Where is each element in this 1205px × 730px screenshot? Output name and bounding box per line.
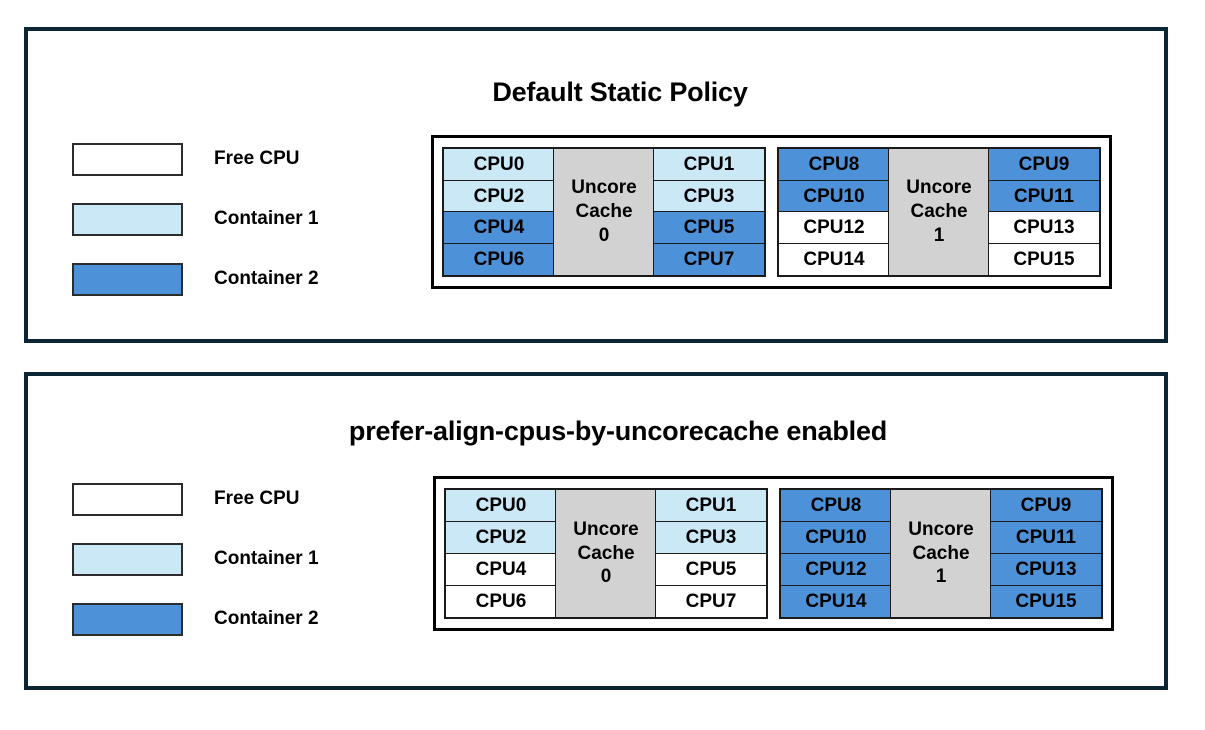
- cache-group-1: CPU8 CPU10 CPU12 CPU14 Uncore Cache 1 CP…: [779, 488, 1103, 619]
- cpu-topology-grid: CPU0 CPU2 CPU4 CPU6 Uncore Cache 0 CPU1 …: [433, 476, 1114, 631]
- cpu-cell: CPU4: [443, 211, 555, 245]
- uncore-cache-block-0: Uncore Cache 0: [555, 489, 657, 618]
- uncore-cache-index: 1: [935, 566, 947, 588]
- cpu-cell: CPU12: [778, 211, 890, 245]
- cpu-column-right: CPU9 CPU11 CPU13 CPU15: [988, 148, 1100, 276]
- panel-default-static-policy: Default Static Policy Free CPU Container…: [24, 27, 1168, 343]
- cpu-column-right: CPU1 CPU3 CPU5 CPU7: [653, 148, 765, 276]
- cpu-column-left: CPU0 CPU2 CPU4 CPU6: [445, 489, 557, 618]
- uncore-cache-line-2: Cache: [577, 542, 635, 564]
- legend: Free CPU Container 1 Container 2: [72, 129, 319, 309]
- page-title: Default Static Policy: [492, 77, 748, 107]
- cpu-cell: CPU14: [780, 584, 892, 618]
- legend-label-free-cpu: Free CPU: [214, 488, 300, 509]
- legend-label-container-1: Container 1: [214, 208, 319, 229]
- uncore-cache-line-1: Uncore: [908, 518, 974, 540]
- legend-label-container-1: Container 1: [214, 548, 319, 569]
- legend: Free CPU Container 1 Container 2: [72, 469, 319, 649]
- cpu-cell: CPU10: [780, 521, 892, 555]
- cpu-cell: CPU7: [653, 242, 765, 276]
- cache-group-1: CPU8 CPU10 CPU12 CPU14 Uncore Cache 1 CP…: [777, 147, 1101, 277]
- uncore-cache-block-1: Uncore Cache 1: [890, 489, 992, 618]
- cpu-cell: CPU10: [778, 179, 890, 213]
- uncore-cache-block-0: Uncore Cache 0: [553, 148, 655, 276]
- cpu-cell: CPU13: [988, 211, 1100, 245]
- cpu-cell: CPU7: [655, 584, 767, 618]
- cpu-column-right: CPU9 CPU11 CPU13 CPU15: [990, 489, 1102, 618]
- legend-item-container-2: Container 2: [72, 249, 319, 309]
- legend-item-container-1: Container 1: [72, 189, 319, 249]
- legend-label-container-2: Container 2: [214, 268, 319, 289]
- cpu-cell: CPU4: [445, 552, 557, 586]
- uncore-cache-line-1: Uncore: [571, 177, 637, 199]
- cache-group-0: CPU0 CPU2 CPU4 CPU6 Uncore Cache 0 CPU1 …: [442, 147, 766, 277]
- uncore-cache-index: 0: [600, 566, 612, 588]
- legend-swatch-free-cpu: [72, 142, 183, 176]
- cpu-cell: CPU15: [988, 242, 1100, 276]
- legend-item-free-cpu: Free CPU: [72, 129, 319, 189]
- cpu-cell: CPU6: [443, 242, 555, 276]
- cpu-topology-grid: CPU0 CPU2 CPU4 CPU6 Uncore Cache 0 CPU1 …: [431, 135, 1112, 289]
- cpu-cell: CPU6: [445, 584, 557, 618]
- legend-label-free-cpu: Free CPU: [214, 148, 300, 169]
- cpu-cell: CPU0: [443, 148, 555, 182]
- uncore-cache-line-2: Cache: [910, 201, 968, 223]
- cpu-cell: CPU5: [655, 552, 767, 586]
- legend-swatch-container-1: [72, 202, 183, 236]
- cpu-cell: CPU9: [990, 489, 1102, 523]
- cpu-cell: CPU0: [445, 489, 557, 523]
- cpu-cell: CPU5: [653, 211, 765, 245]
- cpu-cell: CPU3: [655, 521, 767, 555]
- cpu-cell: CPU13: [990, 552, 1102, 586]
- legend-item-container-2: Container 2: [72, 589, 319, 649]
- cpu-cell: CPU15: [990, 584, 1102, 618]
- cpu-cell: CPU12: [780, 552, 892, 586]
- uncore-cache-line-2: Cache: [912, 542, 970, 564]
- uncore-cache-index: 1: [933, 224, 945, 246]
- uncore-cache-index: 0: [598, 224, 610, 246]
- cpu-cell: CPU1: [655, 489, 767, 523]
- uncore-cache-line-2: Cache: [575, 201, 633, 223]
- cpu-cell: CPU2: [443, 179, 555, 213]
- cpu-cell: CPU11: [988, 179, 1100, 213]
- panel-prefer-align-cpus-by-uncorecache: prefer-align-cpus-by-uncorecache enabled…: [24, 372, 1168, 690]
- legend-swatch-container-2: [72, 602, 183, 636]
- cpu-cell: CPU8: [778, 148, 890, 182]
- cpu-cell: CPU8: [780, 489, 892, 523]
- cpu-cell: CPU11: [990, 521, 1102, 555]
- legend-label-container-2: Container 2: [214, 608, 319, 629]
- page-title: prefer-align-cpus-by-uncorecache enabled: [348, 416, 888, 446]
- legend-swatch-free-cpu: [72, 482, 183, 516]
- cpu-cell: CPU9: [988, 148, 1100, 182]
- legend-item-container-1: Container 1: [72, 529, 319, 589]
- cpu-cell: CPU14: [778, 242, 890, 276]
- legend-item-free-cpu: Free CPU: [72, 469, 319, 529]
- cpu-column-right: CPU1 CPU3 CPU5 CPU7: [655, 489, 767, 618]
- uncore-cache-block-1: Uncore Cache 1: [888, 148, 990, 276]
- cpu-cell: CPU3: [653, 179, 765, 213]
- cpu-column-left: CPU0 CPU2 CPU4 CPU6: [443, 148, 555, 276]
- cpu-cell: CPU1: [653, 148, 765, 182]
- legend-swatch-container-1: [72, 542, 183, 576]
- cpu-column-left: CPU8 CPU10 CPU12 CPU14: [780, 489, 892, 618]
- uncore-cache-line-1: Uncore: [906, 177, 972, 199]
- cpu-column-left: CPU8 CPU10 CPU12 CPU14: [778, 148, 890, 276]
- legend-swatch-container-2: [72, 262, 183, 296]
- cache-group-0: CPU0 CPU2 CPU4 CPU6 Uncore Cache 0 CPU1 …: [444, 488, 768, 619]
- cpu-cell: CPU2: [445, 521, 557, 555]
- uncore-cache-line-1: Uncore: [573, 518, 639, 540]
